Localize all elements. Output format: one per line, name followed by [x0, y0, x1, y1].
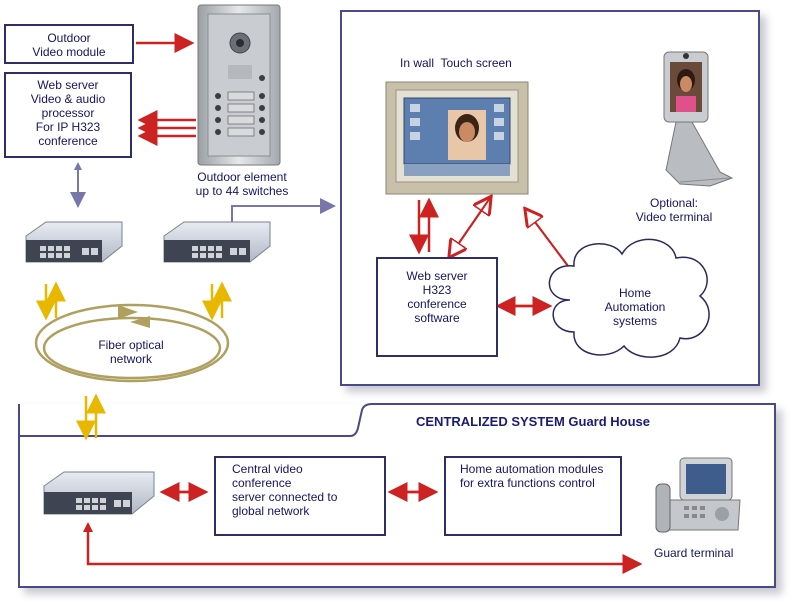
- touch-screen-image: [385, 81, 529, 195]
- home-automation-label: Home Automation systems: [580, 286, 690, 328]
- automation-line-1: Home: [618, 286, 651, 300]
- video-terminal-image: [663, 51, 734, 187]
- central-line-2: conference: [232, 476, 292, 490]
- processor-line-5: conference: [38, 134, 98, 148]
- arrow-switch-guard-terminal: [86, 524, 643, 574]
- central-line-1: Central video: [232, 462, 303, 476]
- central-line-3: server connected to: [232, 490, 338, 504]
- h323-line-4: software: [414, 311, 460, 325]
- video-terminal-line-2: Video terminal: [635, 210, 713, 224]
- fiber-line-2: network: [109, 352, 153, 366]
- automation-modules-box: Home automation modules for extra functi…: [444, 456, 622, 536]
- h323-line-2: H323: [422, 283, 452, 297]
- network-switch-guard: [43, 471, 155, 515]
- fiber-ring: [34, 303, 230, 383]
- modules-line-1: Home automation modules: [460, 462, 604, 476]
- processor-line-3: processor: [41, 106, 95, 120]
- central-server-box: Central video conference server connecte…: [214, 456, 386, 536]
- outdoor-element-image: [197, 4, 281, 166]
- central-line-4: global network: [232, 504, 310, 518]
- automation-line-3: systems: [612, 314, 657, 328]
- network-switch-2: [163, 221, 271, 263]
- processor-line-4: For IP H323: [35, 120, 101, 134]
- video-terminal-label: Optional: Video terminal: [624, 196, 724, 224]
- outdoor-element-line-1: Outdoor element: [197, 170, 287, 184]
- outdoor-video-line-2: Video module: [32, 45, 106, 59]
- guard-terminal-image: [655, 457, 741, 533]
- touch-screen-label: In wall Touch screen: [400, 56, 512, 70]
- network-switch-1: [25, 221, 123, 263]
- fiber-line-1: Fiber optical: [98, 338, 164, 352]
- modules-line-2: for extra functions control: [460, 476, 595, 490]
- guard-house-tab: [18, 403, 776, 437]
- web-server-h323-box: Web server H323 conference software: [376, 257, 498, 357]
- outdoor-element-line-2: up to 44 switches: [195, 184, 289, 198]
- outdoor-element-label: Outdoor element up to 44 switches: [172, 170, 312, 198]
- home-automation-cloud: [548, 238, 710, 358]
- processor-line-1: Web server: [37, 78, 99, 92]
- outdoor-video-module-box: Outdoor Video module: [4, 24, 134, 64]
- automation-line-2: Automation: [604, 300, 666, 314]
- fiber-network-label: Fiber optical network: [76, 338, 186, 366]
- guard-house-title: CENTRALIZED SYSTEM Guard House: [416, 414, 651, 429]
- outdoor-video-line-1: Outdoor: [47, 31, 91, 45]
- video-terminal-line-1: Optional:: [649, 196, 699, 210]
- guard-terminal-label: Guard terminal: [654, 546, 734, 560]
- processor-line-2: Video & audio: [30, 92, 106, 106]
- h323-line-3: conference: [407, 297, 467, 311]
- h323-line-1: Web server: [406, 269, 468, 283]
- web-server-processor-box: Web server Video & audio processor For I…: [4, 72, 132, 158]
